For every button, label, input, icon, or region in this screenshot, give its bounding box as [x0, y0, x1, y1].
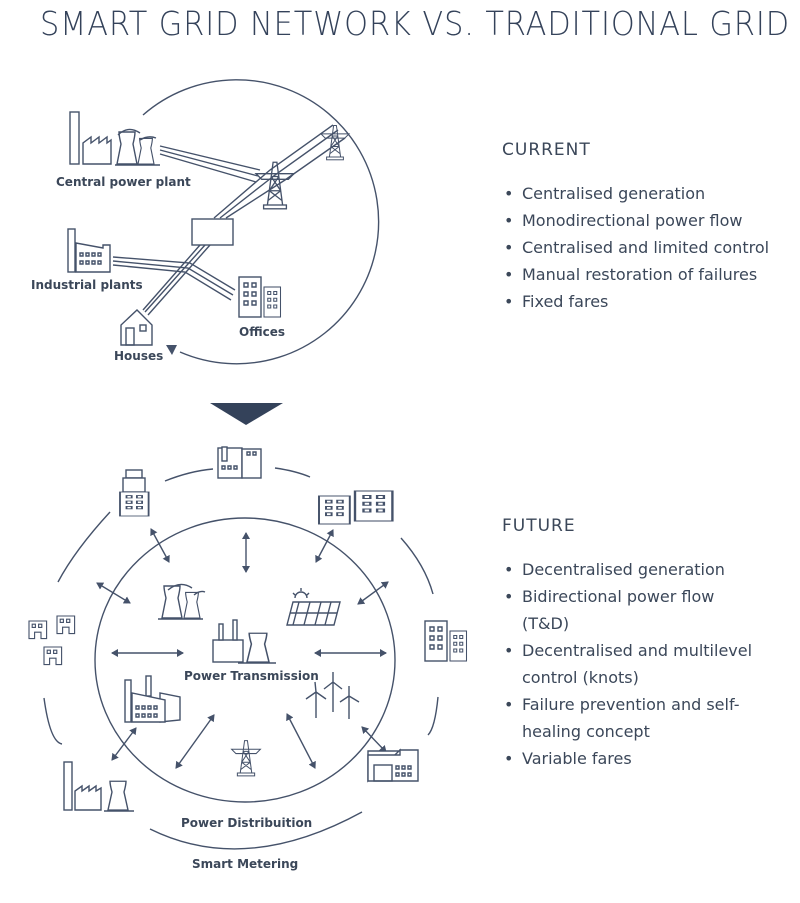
transition-arrow-icon — [210, 403, 283, 425]
office-blocks-icon — [318, 489, 394, 525]
future-list: Decentralised generation Bidirectional p… — [502, 556, 762, 772]
list-item: Bidirectional power flow (T&D) — [502, 583, 762, 637]
solar-panel-icon — [286, 588, 341, 626]
list-item: Manual restoration of failures — [502, 261, 769, 288]
wind-turbines-icon — [305, 672, 360, 719]
list-item: Variable fares — [502, 745, 762, 772]
list-item: Centralised generation — [502, 180, 769, 207]
central-power-plant-icon — [69, 111, 160, 166]
factory-icon — [217, 446, 262, 479]
power-distribution-circle — [94, 517, 396, 803]
tall-building-icon — [119, 469, 150, 517]
label-smart-metering: Smart Metering — [192, 857, 298, 871]
office-buildings-icon — [424, 620, 468, 662]
industrial-plant-icon — [67, 228, 111, 273]
future-heading: FUTURE — [502, 516, 576, 536]
label-central-power-plant: Central power plant — [56, 175, 191, 189]
offices-icon — [238, 276, 282, 318]
cooling-towers-icon — [158, 583, 206, 620]
bidirectional-arrows — [96, 528, 389, 769]
substation-icon — [191, 218, 234, 246]
future-panel: FUTURE Decentralised generation Bidirect… — [502, 516, 762, 772]
transmission-tower-icon — [231, 740, 261, 777]
smart-grid-diagram: Power Transmission Power Distribuition S… — [28, 446, 468, 871]
list-item: Decentralised and multilevel control (kn… — [502, 637, 762, 691]
label-offices: Offices — [239, 325, 285, 339]
list-item: Failure prevention and self-healing conc… — [502, 691, 762, 745]
houses-icon — [28, 615, 76, 666]
industrial-plant-icon — [124, 675, 181, 723]
flow-arc — [142, 79, 380, 365]
label-industrial-plants: Industrial plants — [31, 278, 143, 292]
label-power-transmission: Power Transmission — [184, 669, 319, 683]
warehouse-icon — [367, 748, 419, 783]
traditional-grid-diagram: Central power plant Industrial plants Of… — [31, 79, 380, 365]
current-list: Centralised generation Monodirectional p… — [502, 180, 769, 315]
page-title: SMART GRID NETWORK VS. TRADITIONAL GRID — [39, 4, 791, 43]
smart-metering-ring — [43, 467, 439, 850]
label-power-distribution: Power Distribuition — [181, 816, 312, 830]
list-item: Decentralised generation — [502, 556, 762, 583]
list-item: Fixed fares — [502, 288, 769, 315]
list-item: Centralised and limited control — [502, 234, 769, 261]
current-panel: CURRENT Centralised generation Monodirec… — [502, 140, 769, 315]
house-icon — [120, 309, 153, 346]
flow-arrowhead-icon — [166, 345, 177, 355]
list-item: Monodirectional power flow — [502, 207, 769, 234]
label-houses: Houses — [114, 349, 163, 363]
power-plant-icon — [63, 761, 134, 812]
current-heading: CURRENT — [502, 140, 591, 160]
power-plant-icon — [212, 619, 276, 664]
